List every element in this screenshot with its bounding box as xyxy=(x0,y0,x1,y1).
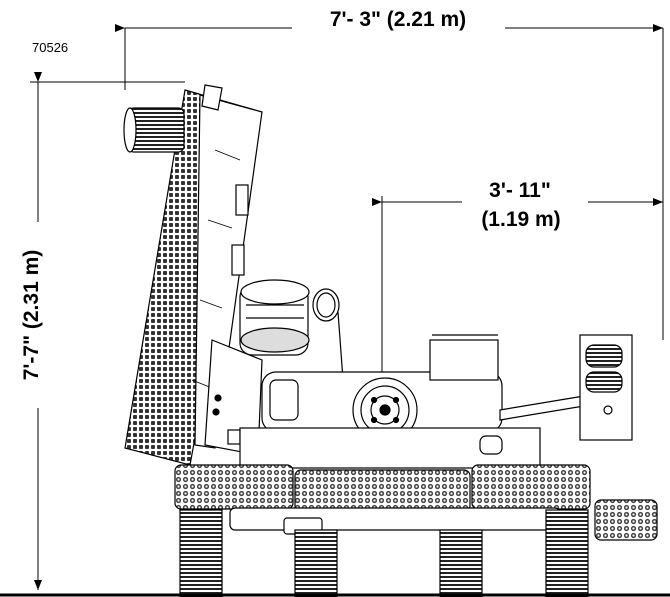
rear-frame xyxy=(499,334,633,441)
main-housing xyxy=(261,334,503,433)
overall-height-label: 7'-7" (2.31 m) xyxy=(20,250,43,381)
partial-width-label-feet: 3'- 11" xyxy=(489,179,551,202)
rear-tread xyxy=(594,499,658,541)
overall-width-dimension xyxy=(115,24,664,340)
tread-belts xyxy=(174,464,591,513)
partial-width-dimension xyxy=(372,196,663,380)
overall-width-label: 7'- 3" (2.21 m) xyxy=(330,8,466,31)
skid-frame xyxy=(229,507,561,531)
machine-illustration xyxy=(123,84,658,597)
intake-hose xyxy=(123,107,185,153)
fan-drum xyxy=(239,279,310,356)
figure-id: 70526 xyxy=(32,40,68,55)
overall-height-dimension xyxy=(30,72,185,590)
partial-width-label-metric: (1.19 m) xyxy=(481,208,560,231)
support-legs xyxy=(179,509,589,597)
